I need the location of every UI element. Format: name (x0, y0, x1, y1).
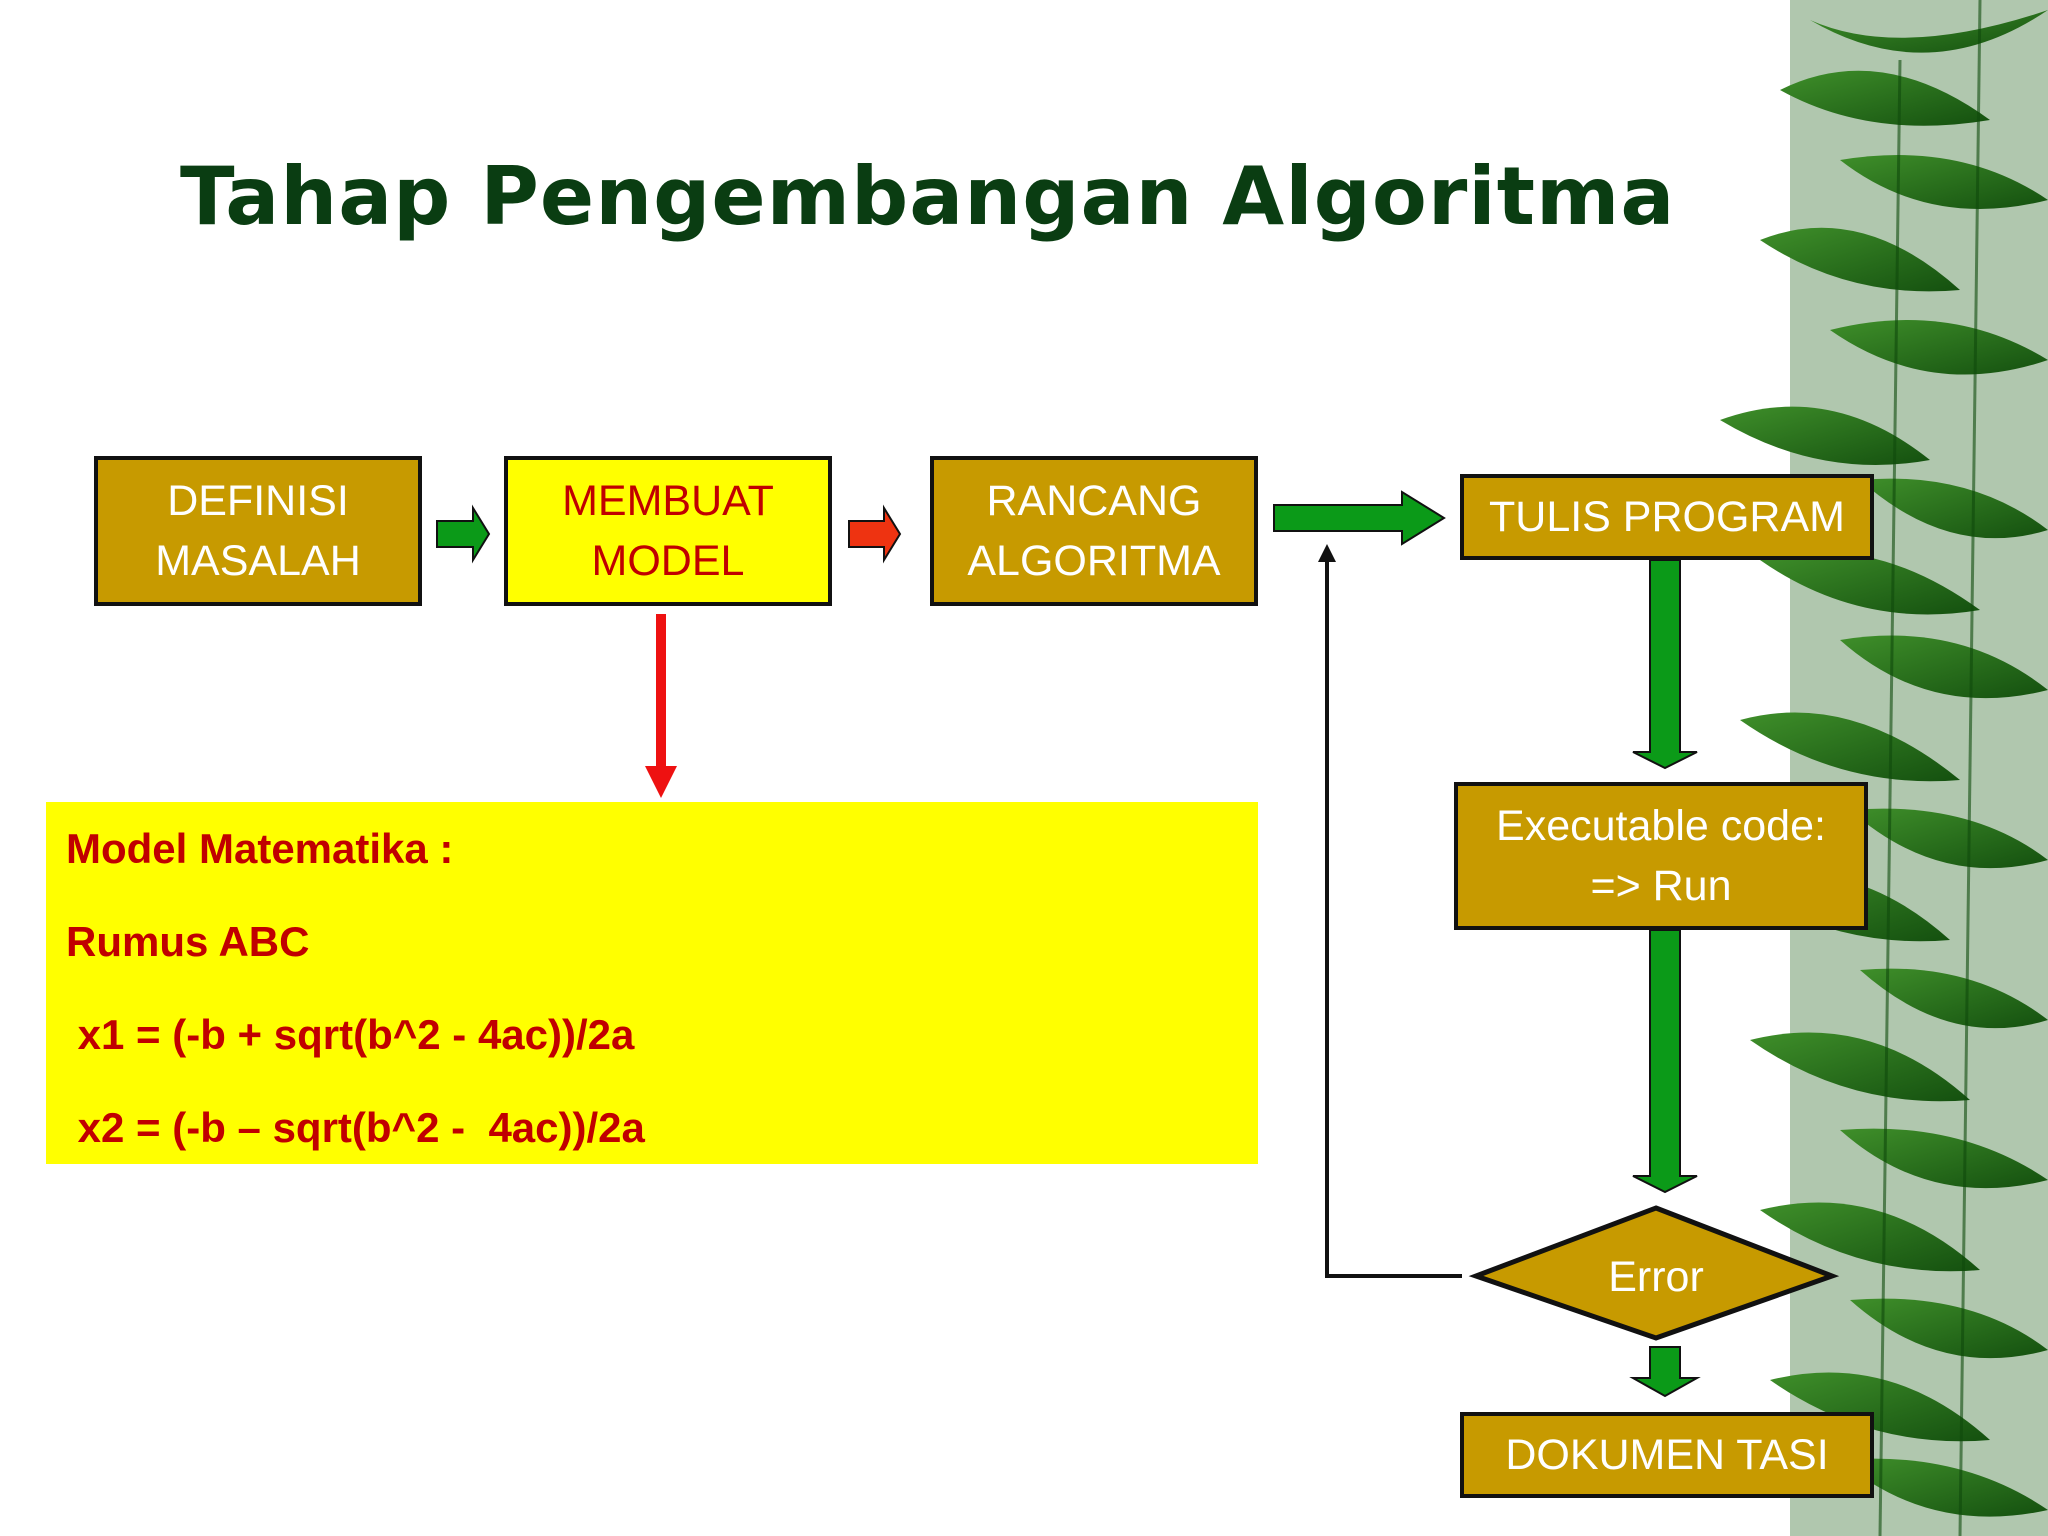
formula-x1: x1 = (-b + sqrt(b^2 - 4ac))/2a (66, 1011, 635, 1058)
feedback-line-error-to-design (1325, 560, 1462, 1278)
error-diamond (1468, 1205, 1840, 1341)
node-error-label: Error (1608, 1253, 1704, 1301)
node-executable-code: Executable code: => Run (1454, 782, 1868, 930)
node-membuat-model: MEMBUAT MODEL (504, 456, 832, 606)
arrow-model-to-panel (645, 614, 677, 798)
model-heading: Model Matematika : (66, 825, 454, 872)
arrow-error-to-dokumen (1629, 1346, 1701, 1398)
node-rancang-algoritma: RANCANG ALGORITMA (930, 456, 1258, 606)
model-matematika-panel: Model Matematika : Rumus ABC x1 = (-b + … (46, 802, 1258, 1164)
arrow-tulis-to-executable (1632, 559, 1698, 770)
formula-x2: x2 = (-b – sqrt(b^2 - 4ac))/2a (66, 1104, 645, 1151)
node-tulis-program: TULIS PROGRAM (1460, 474, 1874, 560)
feedback-arrowhead (1318, 544, 1336, 562)
arrow-model-to-rancang (848, 504, 902, 564)
arrow-rancang-to-tulis (1273, 490, 1446, 546)
node-definisi-masalah: DEFINISI MASALAH (94, 456, 422, 606)
arrow-executable-to-error (1632, 929, 1698, 1194)
model-subheading: Rumus ABC (66, 918, 310, 965)
node-dokumentasi: DOKUMEN TASI (1460, 1412, 1874, 1498)
slide-title: Tahap Pengembangan Algoritma (180, 150, 1676, 243)
arrow-definisi-to-model (436, 504, 491, 564)
